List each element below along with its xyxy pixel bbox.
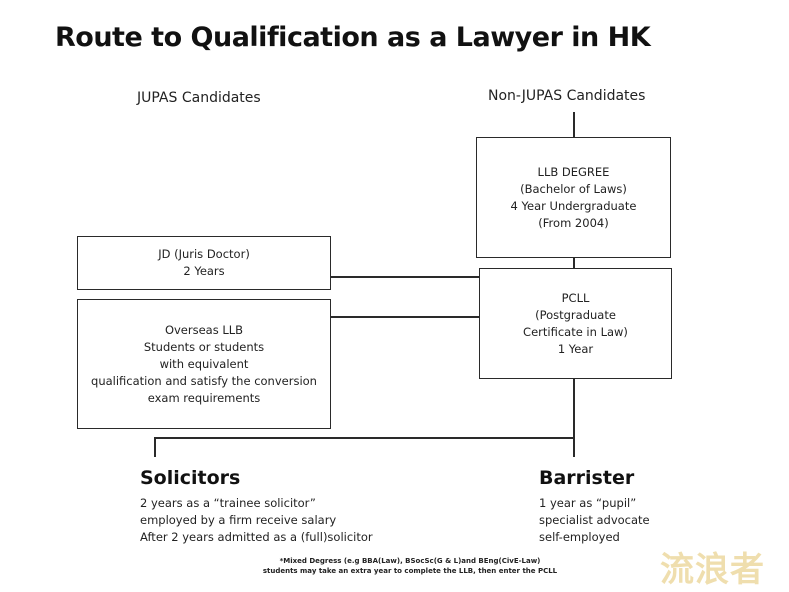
- overseas-line-1: Overseas LLB: [164, 322, 244, 337]
- connector-overseas-pcll: [330, 316, 480, 318]
- connector-horizontal: [154, 437, 575, 439]
- llb-degree-box: LLB DEGREE (Bachelor of Laws) 4 Year Und…: [476, 137, 671, 258]
- pcll-line-2: (Postgraduate: [535, 307, 616, 322]
- solicitors-line-3: After 2 years admitted as a (full)solici…: [140, 530, 373, 544]
- overseas-llb-box: Overseas LLB Students or students with e…: [77, 299, 331, 429]
- overseas-line-2: Students or students: [143, 339, 265, 354]
- page-title: Route to Qualification as a Lawyer in HK: [55, 22, 651, 53]
- overseas-line-3: with equivalent: [159, 356, 249, 371]
- barrister-line-3: self-employed: [539, 530, 620, 544]
- solicitors-line-2: employed by a firm receive salary: [140, 513, 337, 527]
- barrister-desc: 1 year as “pupil” specialist advocate se…: [539, 495, 650, 546]
- connector-pcll-down: [573, 378, 575, 457]
- jupas-heading: JUPAS Candidates: [137, 90, 261, 106]
- connector-solicitors-down: [154, 437, 156, 457]
- barrister-title: Barrister: [539, 467, 635, 489]
- llb-line-3: 4 Year Undergraduate: [510, 198, 637, 213]
- overseas-line-5: exam requirements: [147, 390, 261, 405]
- solicitors-line-1: 2 years as a “trainee solicitor”: [140, 496, 316, 510]
- pcll-line-1: PCLL: [561, 290, 590, 305]
- llb-line-1: LLB DEGREE: [537, 164, 610, 179]
- non-jupas-heading: Non-JUPAS Candidates: [488, 88, 646, 104]
- llb-line-4: (From 2004): [538, 215, 609, 230]
- footnote-line-2: students may take an extra year to compl…: [262, 567, 558, 575]
- pcll-line-3: Certificate in Law): [523, 324, 628, 339]
- pcll-line-4: 1 Year: [557, 341, 594, 356]
- connector-jd-pcll: [330, 276, 480, 278]
- jd-box: JD (Juris Doctor) 2 Years: [77, 236, 331, 290]
- llb-line-2: (Bachelor of Laws): [520, 181, 627, 196]
- jd-line-2: 2 Years: [183, 264, 225, 278]
- jd-line-1: JD (Juris Doctor): [158, 247, 250, 261]
- connector-llb-pcll: [573, 257, 575, 269]
- watermark-logo: 流浪者: [660, 550, 765, 590]
- footnote: *Mixed Degress (e.g BBA(Law), BSocSc(G &…: [245, 556, 575, 576]
- overseas-line-4: qualification and satisfy the conversion: [91, 373, 317, 388]
- barrister-line-1: 1 year as “pupil”: [539, 496, 637, 510]
- solicitors-title: Solicitors: [140, 467, 241, 489]
- pcll-box: PCLL (Postgraduate Certificate in Law) 1…: [479, 268, 672, 379]
- footnote-line-1: *Mixed Degress (e.g BBA(Law), BSocSc(G &…: [279, 557, 541, 565]
- connector-top: [573, 112, 575, 138]
- solicitors-desc: 2 years as a “trainee solicitor” employe…: [140, 495, 373, 546]
- barrister-line-2: specialist advocate: [539, 513, 650, 527]
